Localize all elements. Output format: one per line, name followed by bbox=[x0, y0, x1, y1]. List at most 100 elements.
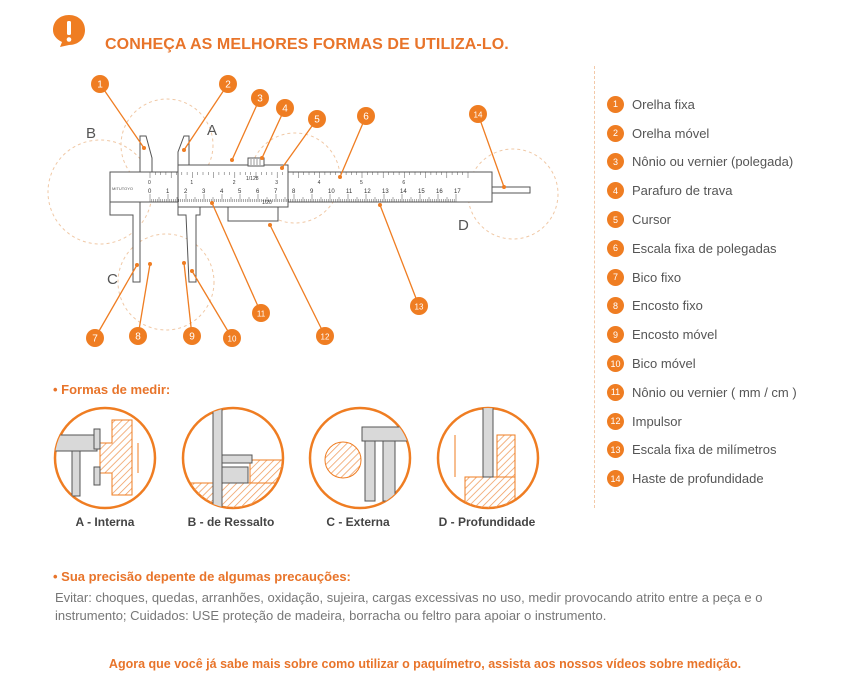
legend-label: Encosto móvel bbox=[632, 327, 718, 343]
callout-marker: 12 bbox=[316, 327, 334, 345]
legend-label: Haste de profundidade bbox=[632, 471, 764, 487]
callout-number: 7 bbox=[92, 334, 98, 345]
fixed-jaw bbox=[109, 201, 141, 283]
legend-number-badge: 5 bbox=[607, 211, 624, 229]
legend-number-badge: 7 bbox=[607, 268, 624, 286]
legend-number-badge: 3 bbox=[607, 153, 624, 171]
vernier-mm-label: 1/20 bbox=[262, 200, 272, 206]
mm-scale-label: 5 bbox=[238, 189, 242, 195]
callout-number: 8 bbox=[135, 332, 141, 343]
callout-marker: 3 bbox=[251, 89, 269, 107]
callout-number: 9 bbox=[189, 332, 195, 343]
region-label-b: B bbox=[86, 125, 96, 142]
mm-scale-label: 16 bbox=[436, 189, 443, 195]
mm-scale-label: 10 bbox=[328, 189, 335, 195]
legend-label: Escala fixa de polegadas bbox=[632, 240, 777, 256]
callout-marker: 6 bbox=[357, 107, 375, 125]
legend-number-badge: 9 bbox=[607, 326, 624, 344]
callout-marker: 11 bbox=[252, 304, 270, 322]
vernier-inch-label: 1/128 bbox=[246, 176, 259, 182]
callout-marker: 2 bbox=[219, 75, 237, 93]
legend-item: 13 Escala fixa de milímetros bbox=[607, 436, 847, 465]
legend-label: Cursor bbox=[632, 212, 672, 228]
callout-marker: 10 bbox=[223, 329, 241, 347]
depth-rod bbox=[491, 186, 531, 194]
precautions-title: • Sua precisão depente de algumas precau… bbox=[53, 569, 351, 584]
method-label-depth: D - Profundidade bbox=[438, 515, 536, 529]
mm-scale-label: 7 bbox=[274, 189, 278, 195]
mm-scale-label: 6 bbox=[256, 189, 260, 195]
legend-label: Encosto fixo bbox=[632, 298, 703, 314]
legend-item: 9 Encosto móvel bbox=[607, 320, 847, 349]
mm-scale-label: 13 bbox=[382, 189, 389, 195]
mm-scale-label: 0 bbox=[148, 189, 152, 195]
region-c-circle bbox=[117, 233, 215, 331]
measure-external-illustration bbox=[308, 406, 412, 510]
brand-label: MITUTOYO bbox=[112, 186, 133, 191]
legend-number-badge: 8 bbox=[607, 297, 624, 315]
legend-number-badge: 4 bbox=[607, 182, 624, 200]
callout-marker: 9 bbox=[183, 327, 201, 345]
region-label-a: A bbox=[207, 122, 217, 139]
legend-item: 14 Haste de profundidade bbox=[607, 464, 847, 493]
page-title: CONHEÇA AS MELHORES FORMAS DE UTILIZA-LO… bbox=[105, 36, 509, 53]
legend-number-badge: 11 bbox=[607, 383, 624, 401]
inch-scale-label: 6 bbox=[402, 180, 405, 186]
legend-label: Escala fixa de milímetros bbox=[632, 442, 777, 458]
legend-label: Orelha móvel bbox=[632, 125, 710, 141]
mm-scale-label: 1 bbox=[166, 189, 170, 195]
mm-scale-label: 15 bbox=[418, 189, 425, 195]
callout-marker: 13 bbox=[410, 297, 428, 315]
mm-scale-label: 9 bbox=[310, 189, 314, 195]
callout-number: 11 bbox=[257, 310, 266, 319]
legend-label: Bico móvel bbox=[632, 356, 696, 372]
method-label-step: B - de Ressalto bbox=[187, 515, 275, 529]
callout-marker: 14 bbox=[469, 105, 487, 123]
legend-number-badge: 12 bbox=[607, 412, 624, 430]
callout-number: 3 bbox=[257, 94, 263, 105]
legend-item: 5 Cursor bbox=[607, 205, 847, 234]
callout-number: 4 bbox=[282, 104, 288, 115]
legend-item: 12 Impulsor bbox=[607, 407, 847, 436]
mm-scale-label: 3 bbox=[202, 189, 206, 195]
inch-scale-label: 1 bbox=[190, 180, 193, 186]
thumb-impulsor bbox=[227, 206, 279, 222]
legend-label: Bico fixo bbox=[632, 269, 682, 285]
callout-marker: 7 bbox=[86, 329, 104, 347]
caliper-beam bbox=[109, 171, 493, 203]
lock-screw bbox=[247, 157, 265, 167]
measure-internal-illustration bbox=[53, 406, 157, 510]
precautions-text: Evitar: choques, quedas, arranhões, oxid… bbox=[55, 590, 763, 623]
callout-number: 10 bbox=[228, 335, 237, 344]
exclamation-icon bbox=[53, 15, 85, 47]
vertical-divider bbox=[594, 66, 595, 508]
mm-scale-label: 8 bbox=[292, 189, 296, 195]
legend-item: 10 Bico móvel bbox=[607, 349, 847, 378]
callout-number: 13 bbox=[415, 303, 424, 312]
footer-cta: Agora que você já sabe mais sobre como u… bbox=[108, 657, 742, 671]
callout-marker: 8 bbox=[129, 327, 147, 345]
region-label-c: C bbox=[107, 271, 118, 288]
callout-number: 2 bbox=[225, 80, 231, 91]
mm-scale-label: 11 bbox=[346, 189, 353, 195]
method-label-internal: A - Interna bbox=[75, 515, 135, 529]
legend-number-badge: 10 bbox=[607, 355, 624, 373]
mm-scale-label: 4 bbox=[220, 189, 224, 195]
legend-item: 8 Encosto fixo bbox=[607, 292, 847, 321]
legend-label: Impulsor bbox=[632, 413, 682, 429]
legend-number-badge: 14 bbox=[607, 470, 624, 488]
legend-label: Parafuro de trava bbox=[632, 183, 733, 199]
legend-item: 7 Bico fixo bbox=[607, 263, 847, 292]
legend-number-badge: 1 bbox=[607, 95, 624, 113]
legend-number-badge: 13 bbox=[607, 441, 624, 459]
mm-scale-label: 2 bbox=[184, 189, 188, 195]
forms-title: • Formas de medir: bbox=[53, 382, 171, 397]
mm-scale-label: 17 bbox=[454, 189, 461, 195]
inch-scale-label: 0 bbox=[148, 180, 151, 186]
measure-step-illustration bbox=[181, 406, 285, 510]
